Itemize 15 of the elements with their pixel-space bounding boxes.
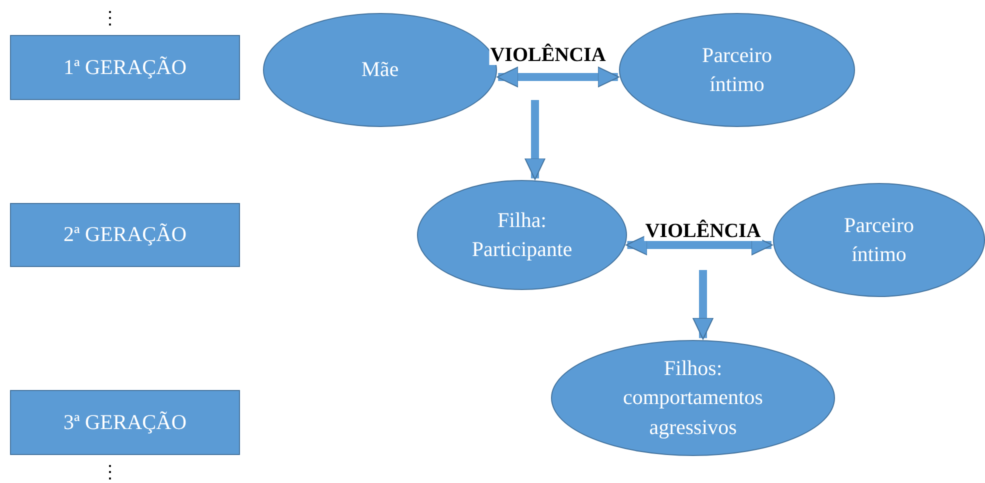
ellipse-node: Filha: Participante (417, 180, 627, 290)
block-arrow (626, 234, 773, 256)
ellipse-node: Parceiro íntimo (619, 13, 855, 127)
ellipsis-mark: ⋮ (101, 463, 119, 481)
ellipsis-mark: ⋮ (101, 9, 119, 27)
generation-box: 1ª GERAÇÃO (10, 35, 240, 100)
generation-box: 2ª GERAÇÃO (10, 203, 240, 267)
ellipse-node: Filhos: comportamentos agressivos (551, 340, 835, 456)
ellipse-node: Parceiro íntimo (773, 183, 985, 297)
block-arrow (524, 100, 546, 180)
edge-label: VIOLÊNCIA (489, 45, 607, 65)
edge-label: VIOLÊNCIA (644, 221, 762, 241)
generation-box: 3ª GERAÇÃO (10, 390, 240, 455)
block-arrow (692, 270, 714, 340)
block-arrow (496, 66, 620, 88)
